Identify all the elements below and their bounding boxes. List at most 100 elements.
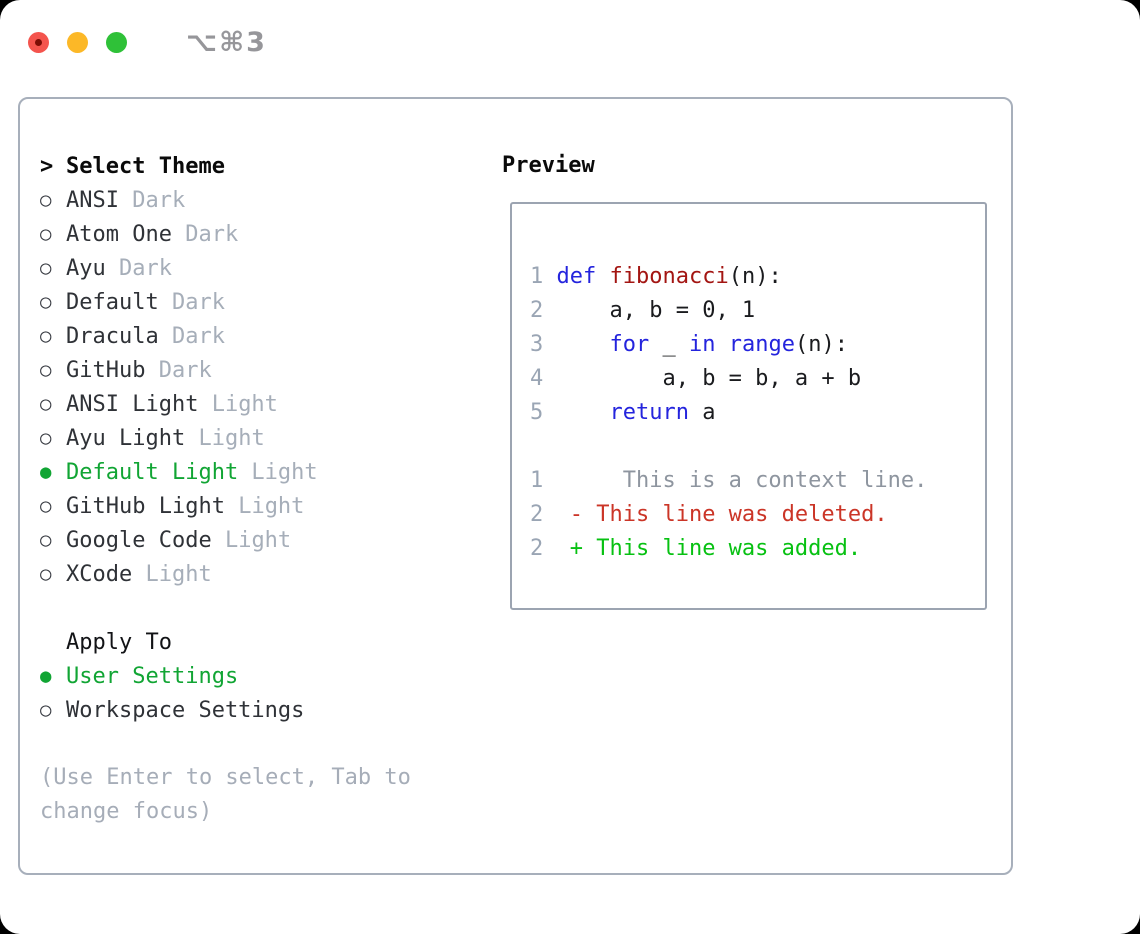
theme-name: Default [66, 289, 159, 315]
code-line: 2 a, b = 0, 1 [530, 294, 985, 328]
theme-variant: Dark [171, 221, 239, 247]
radio-icon: ○ [40, 427, 52, 449]
hint-line: change focus) [40, 799, 213, 824]
line-number: 5 [530, 400, 557, 425]
code-line: 1 def fibonacci(n): [530, 260, 985, 294]
code-token: This is a context line. [556, 468, 928, 493]
theme-variant: Light [132, 561, 212, 587]
select-theme-header: > Select Theme [40, 149, 411, 183]
theme-variant: Light [224, 493, 305, 519]
theme-option[interactable]: ○ XCode Light [40, 557, 411, 591]
radio-icon: ○ [40, 495, 52, 517]
code-token: range [728, 332, 795, 357]
preview-title: Preview [502, 153, 595, 178]
theme-option[interactable]: ○ Google Code Light [40, 523, 411, 557]
minimize-button-icon[interactable] [67, 32, 88, 53]
apply-to-option-label: Workspace Settings [66, 697, 305, 723]
code-token [557, 400, 610, 425]
diff-deleted-line: 2 - This line was deleted. [530, 498, 985, 532]
radio-icon: ○ [40, 393, 52, 415]
line-number: 1 [530, 468, 557, 493]
theme-option[interactable]: ○ANSI Light Light [40, 387, 411, 421]
theme-option[interactable]: ○Atom One Dark [40, 217, 411, 251]
diff-context-line: 1 This is a context line. [530, 464, 985, 498]
code-token: return [609, 400, 689, 425]
code-token [557, 332, 610, 357]
radio-icon: ○ [40, 257, 52, 279]
select-theme-title: Select Theme [66, 153, 225, 179]
theme-variant: Dark [118, 187, 186, 213]
radio-icon: ○ [40, 563, 52, 585]
theme-name: Dracula [66, 323, 159, 349]
code-token: def [556, 264, 597, 289]
theme-option[interactable]: ○ Ayu Light Light [40, 421, 411, 455]
theme-option[interactable]: ●Default Light Light [40, 455, 411, 489]
apply-to-title: Apply To [66, 629, 172, 655]
line-number: 2 [530, 298, 557, 323]
theme-variant: Light [211, 527, 292, 553]
theme-option[interactable]: ○ANSI Dark [40, 183, 411, 217]
code-token: a [688, 400, 716, 425]
theme-option[interactable]: ○ Dracula Dark [40, 319, 411, 353]
blank-line [530, 430, 985, 464]
theme-variant: Dark [158, 323, 225, 349]
code-token: (n): [794, 332, 848, 357]
code-token: fibonacci [609, 264, 729, 289]
apply-to-header: Apply To [40, 625, 411, 659]
code-token: a, b = 0, 1 [556, 298, 756, 323]
radio-icon: ○ [40, 325, 52, 347]
theme-name: Ayu Light [66, 425, 186, 451]
theme-name: GitHub [66, 357, 146, 383]
radio-selected-icon: ● [40, 461, 52, 483]
radio-icon: ○ [40, 223, 52, 245]
theme-variant: Light [185, 425, 265, 451]
apply-to-option-label: User Settings [66, 663, 239, 689]
theme-name: Google Code [66, 527, 212, 553]
theme-option[interactable]: ○ GitHub Dark [40, 353, 411, 387]
code-token [596, 264, 609, 289]
code-token: in [688, 332, 716, 357]
code-token: for [609, 332, 650, 357]
theme-name: ANSI Light [66, 391, 199, 417]
theme-name: ANSI [66, 187, 119, 213]
line-number: 3 [530, 332, 557, 357]
code-line: 5 return a [530, 396, 985, 430]
code-token [715, 332, 728, 357]
left-pane: > Select Theme ○ANSI Dark○Atom One Dark○… [40, 149, 411, 829]
maximize-button-icon[interactable] [106, 32, 127, 53]
radio-icon: ○ [40, 291, 52, 313]
code-line: 4 a, b = b, a + b [530, 362, 985, 396]
hint-line: (Use Enter to select, Tab to [40, 765, 411, 790]
theme-option[interactable]: ○Ayu Dark [40, 251, 411, 285]
spacer [40, 727, 411, 761]
line-number: 4 [530, 366, 557, 391]
code-token: - This line was deleted. [556, 502, 888, 527]
titlebar: ⌥⌘3 [28, 27, 267, 58]
line-number: 2 [530, 536, 557, 561]
theme-option[interactable]: ○ GitHub Light Light [40, 489, 411, 523]
spacer [40, 591, 411, 625]
radio-icon: ○ [40, 359, 52, 381]
theme-picker-panel: > Select Theme ○ANSI Dark○Atom One Dark○… [18, 97, 1013, 875]
theme-list: ○ANSI Dark○Atom One Dark○Ayu Dark○Defaul… [40, 183, 411, 591]
theme-name: Ayu [66, 255, 106, 281]
radio-icon: ○ [40, 529, 52, 551]
theme-variant: Dark [158, 289, 225, 315]
theme-name: XCode [66, 561, 133, 587]
cursor-arrow-icon: > [40, 153, 54, 179]
theme-variant: Dark [145, 357, 212, 383]
radio-selected-icon: ● [40, 665, 52, 687]
code-token: (n): [728, 264, 782, 289]
apply-to-option[interactable]: ● User Settings [40, 659, 411, 693]
theme-option[interactable]: ○ Default Dark [40, 285, 411, 319]
apply-to-option[interactable]: ○ Workspace Settings [40, 693, 411, 727]
radio-icon: ○ [40, 699, 52, 721]
code-line: 3 for _ in range(n): [530, 328, 985, 362]
code-token: + This line was added. [556, 536, 862, 561]
close-button-icon[interactable] [28, 32, 49, 53]
apply-to-list: ● User Settings ○ Workspace Settings [40, 659, 411, 727]
line-number: 2 [530, 502, 557, 527]
theme-name: GitHub Light [66, 493, 225, 519]
